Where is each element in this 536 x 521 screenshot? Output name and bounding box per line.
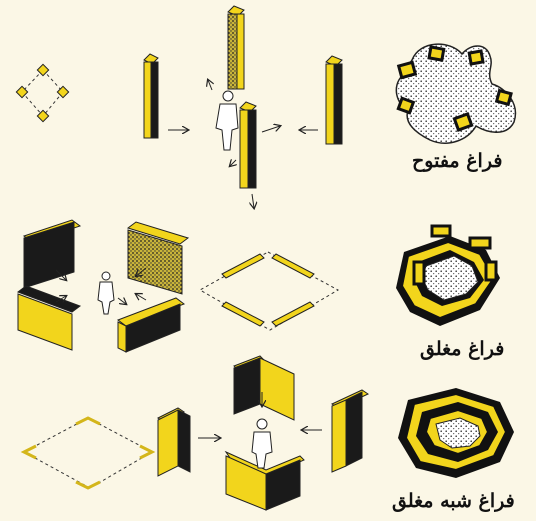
lwall-right (332, 390, 368, 472)
semi-closed-space-label: فراغ شبه مغلق (392, 490, 515, 512)
person-figure-closed (98, 272, 114, 314)
open-space-row (16, 6, 515, 208)
lwall-left (158, 408, 190, 476)
wall-back-left (24, 220, 80, 288)
open-plan-diamond (16, 64, 68, 121)
closed-plan-diamond (200, 252, 338, 330)
open-space-label: فراغ مفتوح (412, 150, 502, 172)
open-space-blob-icon (396, 44, 515, 143)
pillar-back (228, 6, 244, 89)
pillar-left (144, 54, 158, 138)
pillar-right (326, 56, 342, 144)
wall-front-right (118, 298, 184, 352)
pillar-front (240, 102, 256, 188)
lwall-top (234, 356, 294, 420)
wall-back-right (128, 222, 188, 294)
person-figure (216, 91, 238, 150)
semi-plan-diamond (24, 418, 152, 488)
person-figure-semi (252, 419, 272, 468)
wall-front-left (18, 286, 80, 350)
semi-closed-space-row (24, 356, 514, 510)
closed-space-row (18, 220, 500, 352)
semi-closed-space-icon (398, 388, 514, 478)
closed-space-icon (396, 226, 500, 326)
closed-space-label: فراغ مغلق (420, 338, 504, 360)
